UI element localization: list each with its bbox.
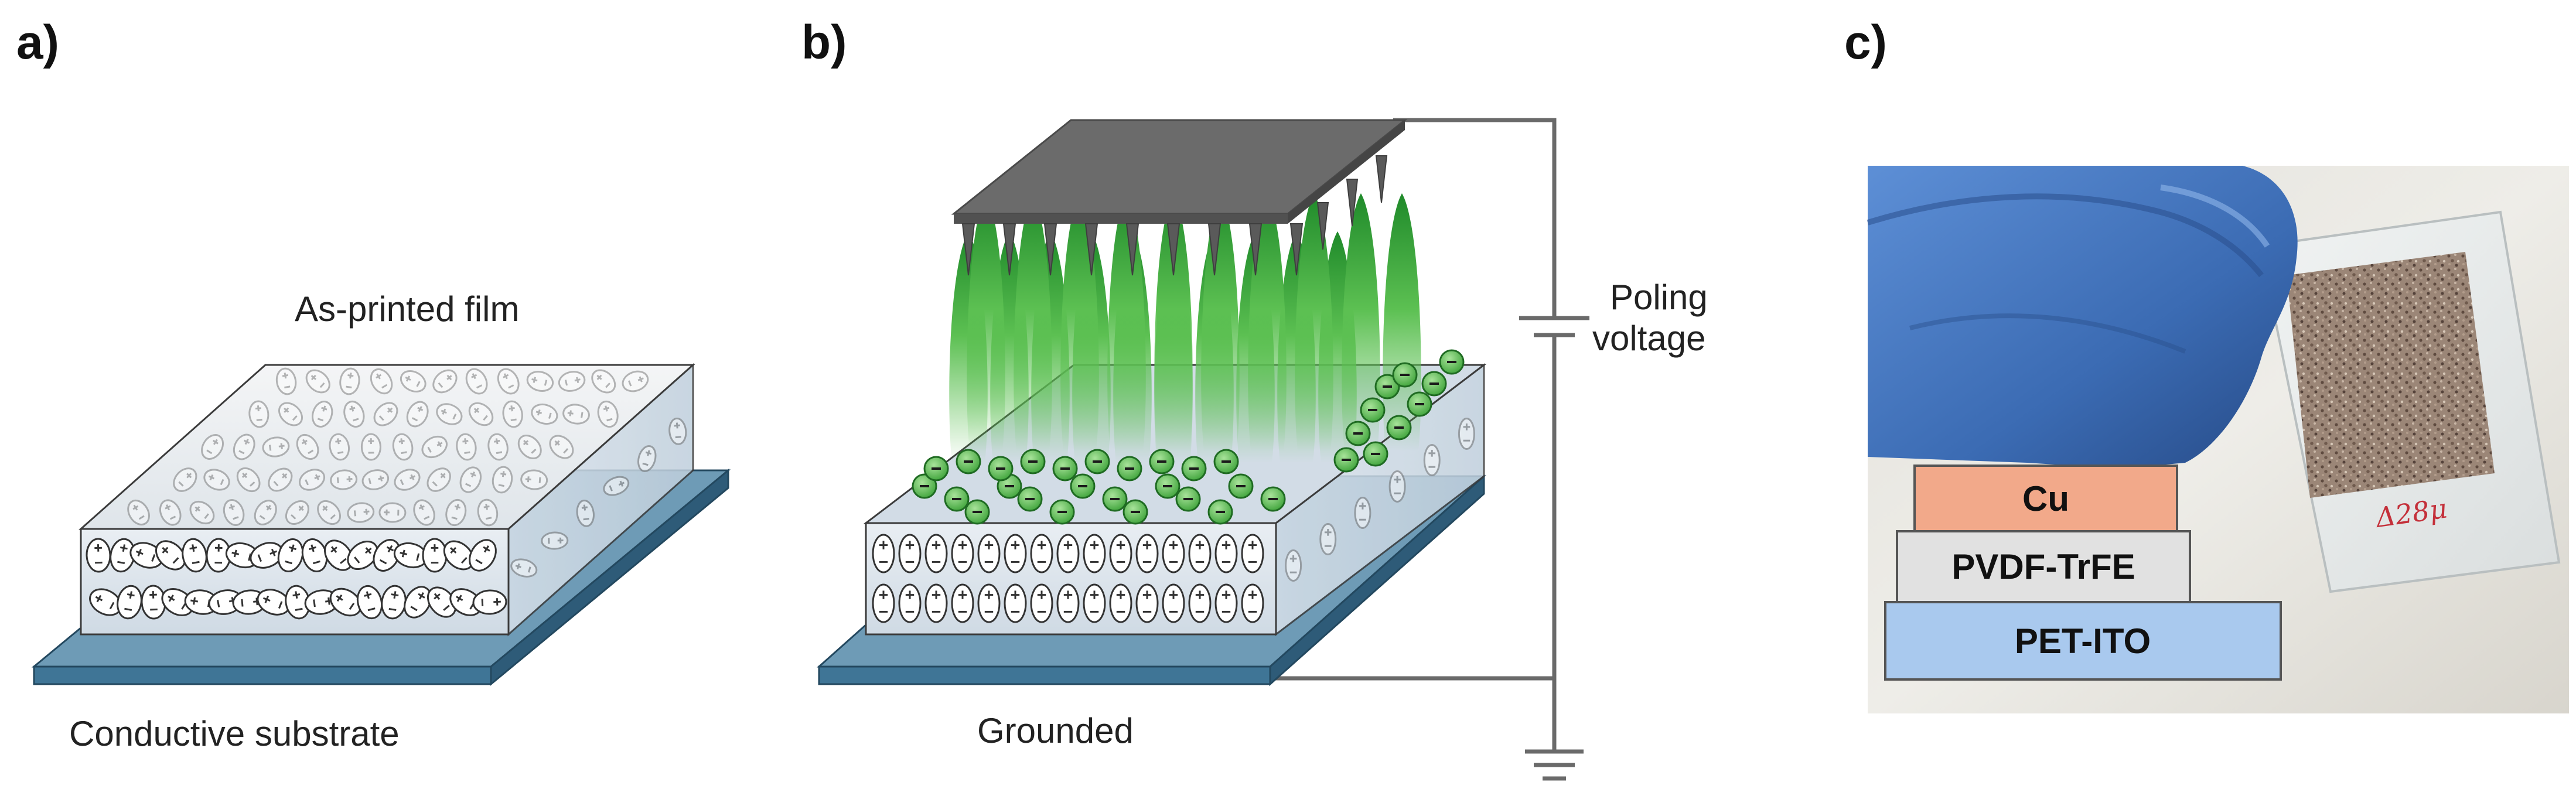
aligned-dipole bbox=[978, 535, 999, 572]
negative-ion bbox=[1440, 350, 1463, 374]
negative-ion bbox=[989, 457, 1012, 480]
conductive-substrate-label: Conductive substrate bbox=[69, 714, 400, 753]
side-aligned-dipole bbox=[1459, 419, 1474, 449]
layer-pvdf-trfe-label: PVDF-TrFE bbox=[1951, 547, 2135, 586]
aligned-dipole bbox=[1137, 585, 1158, 622]
poling-voltage-label-line1: Poling bbox=[1610, 278, 1708, 317]
aligned-dipole bbox=[1110, 585, 1131, 622]
panel-b: b) bbox=[801, 16, 1708, 778]
aligned-dipole bbox=[1084, 585, 1105, 622]
negative-ion bbox=[924, 457, 948, 480]
aligned-dipole bbox=[926, 585, 947, 622]
aligned-dipole bbox=[873, 535, 894, 572]
negative-ion bbox=[1408, 392, 1431, 416]
negative-ion bbox=[1422, 372, 1446, 395]
negative-ion bbox=[1086, 450, 1109, 473]
aligned-dipole bbox=[899, 535, 920, 572]
aligned-dipole bbox=[978, 585, 999, 622]
aligned-dipole bbox=[926, 535, 947, 572]
side-aligned-dipole bbox=[1424, 445, 1439, 476]
negative-ion bbox=[1176, 487, 1200, 511]
side-aligned-dipole bbox=[1390, 472, 1405, 502]
faded-dipole bbox=[380, 503, 406, 522]
aligned-dipole bbox=[1005, 535, 1026, 572]
random-dipole bbox=[86, 538, 111, 572]
side-aligned-dipole bbox=[1286, 551, 1301, 581]
side-dipole bbox=[541, 532, 568, 549]
negative-ion bbox=[1103, 487, 1127, 511]
negative-ion bbox=[1214, 450, 1238, 473]
negative-ion bbox=[1209, 500, 1232, 524]
side-aligned-dipole bbox=[1321, 524, 1336, 555]
layer-cu-label: Cu bbox=[2022, 479, 2069, 518]
poling-voltage-label-line2: voltage bbox=[1592, 319, 1705, 358]
negative-ion bbox=[1021, 450, 1045, 473]
negative-ion bbox=[1053, 457, 1077, 480]
negative-ion bbox=[1335, 448, 1358, 472]
panel-c-label: c) bbox=[1844, 16, 1887, 69]
aligned-dipole bbox=[1031, 585, 1052, 622]
needle bbox=[1376, 156, 1387, 203]
aligned-dipole bbox=[1137, 535, 1158, 572]
random-dipole bbox=[473, 590, 507, 614]
negative-ion bbox=[945, 487, 968, 511]
panel-a-label: a) bbox=[16, 16, 59, 69]
aligned-dipole bbox=[1084, 535, 1105, 572]
aligned-dipole bbox=[1242, 585, 1263, 622]
negative-ion bbox=[1361, 398, 1384, 422]
negative-ion bbox=[1124, 500, 1147, 524]
printed-sample-square bbox=[2287, 252, 2495, 498]
aligned-dipole bbox=[1189, 535, 1210, 572]
aligned-dipole bbox=[1057, 535, 1079, 572]
negative-ion bbox=[1150, 450, 1173, 473]
aligned-dipole bbox=[952, 585, 973, 622]
aligned-dipole bbox=[1163, 535, 1184, 572]
negative-ion bbox=[1229, 474, 1253, 498]
negative-ion bbox=[1182, 457, 1206, 480]
aligned-dipole bbox=[1005, 585, 1026, 622]
negative-ion bbox=[957, 450, 980, 473]
layer-cu: Cu bbox=[1915, 466, 2177, 531]
layer-pvdf-trfe: PVDF-TrFE bbox=[1897, 531, 2190, 602]
negative-ion bbox=[1346, 422, 1370, 445]
aligned-dipole bbox=[1110, 535, 1131, 572]
aligned-dipole bbox=[1216, 535, 1237, 572]
corona-plume bbox=[1201, 193, 1240, 451]
negative-ion bbox=[1364, 442, 1387, 466]
aligned-dipole bbox=[1189, 585, 1210, 622]
corona-plume bbox=[1107, 193, 1146, 451]
negative-ion bbox=[1071, 474, 1094, 498]
negative-ion bbox=[1018, 487, 1042, 511]
aligned-dipole bbox=[1216, 585, 1237, 622]
aligned-dipole bbox=[899, 585, 920, 622]
aligned-dipole bbox=[873, 585, 894, 622]
layer-pet-ito: PET-ITO bbox=[1885, 602, 2281, 679]
aligned-dipole bbox=[1242, 535, 1263, 572]
negative-ion bbox=[965, 500, 989, 524]
faded-dipole bbox=[361, 434, 381, 460]
panel-c: c) Δ28μ PET-ITO bbox=[1844, 16, 2569, 713]
panel-b-label: b) bbox=[801, 16, 847, 69]
aligned-dipole bbox=[1057, 585, 1079, 622]
negative-ion bbox=[1156, 474, 1179, 498]
layer-pet-ito-label: PET-ITO bbox=[2015, 621, 2151, 661]
aligned-dipole bbox=[1163, 585, 1184, 622]
as-printed-film-label: As-printed film bbox=[295, 289, 519, 329]
side-aligned-dipole bbox=[1355, 498, 1370, 528]
corona-discharge-plumes bbox=[949, 193, 1421, 463]
negative-ion bbox=[1118, 457, 1141, 480]
grounded-label: Grounded bbox=[977, 711, 1134, 750]
panel-a: a) As-printed film Conductive substrate bbox=[16, 16, 728, 753]
aligned-dipole bbox=[952, 535, 973, 572]
negative-ion bbox=[1050, 500, 1074, 524]
aligned-dipole bbox=[1031, 535, 1052, 572]
negative-ion bbox=[1261, 487, 1285, 511]
negative-ion bbox=[1393, 363, 1417, 387]
random-dipole bbox=[423, 539, 446, 572]
negative-ion bbox=[1387, 416, 1411, 439]
